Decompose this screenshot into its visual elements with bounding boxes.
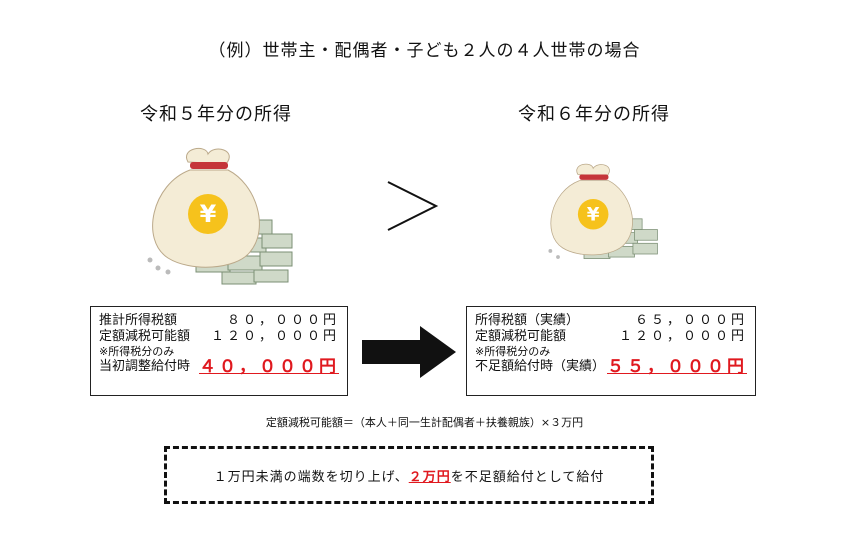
row-value: １２０，０００円 <box>618 329 747 344</box>
note-income-tax-only: ※所得税分のみ <box>475 345 551 358</box>
row-label: 推計所得税額 <box>99 313 178 328</box>
summary-text-before: １万円未満の端数を切り上げ、 <box>213 469 409 485</box>
greater-than-icon <box>387 181 439 231</box>
r6-row-result: 不足額給付時（実績） ５５，０００円 <box>475 357 747 377</box>
result-value: ５５，０００円 <box>607 357 747 377</box>
r6-row-actual-tax: 所得税額（実績） ６５，０００円 <box>475 313 747 329</box>
year-label-r5: 令和５年分の所得 <box>140 104 292 125</box>
svg-text:¥: ¥ <box>200 200 217 228</box>
r5-row-deduction: 定額減税可能額 １２０，０００円 <box>99 329 339 345</box>
r5-row-estimated-tax: 推計所得税額 ８０，０００円 <box>99 313 339 329</box>
money-bag-small-icon: ¥ <box>548 163 658 259</box>
result-label: 当初調整給付時 <box>99 359 191 374</box>
r6-row-deduction: 定額減税可能額 １２０，０００円 <box>475 329 747 345</box>
row-value: １２０，０００円 <box>210 329 339 344</box>
note-income-tax-only: ※所得税分のみ <box>99 345 175 358</box>
row-label: 定額減税可能額 <box>99 329 191 344</box>
row-value: ８０，０００円 <box>226 313 339 328</box>
summary-highlight-amount: ２万円 <box>408 469 451 485</box>
r5-income-box: 推計所得税額 ８０，０００円 定額減税可能額 １２０，０００円 ※所得税分のみ … <box>90 306 348 396</box>
svg-text:¥: ¥ <box>587 204 600 225</box>
page-title: （例）世帯主・配偶者・子ども２人の４人世帯の場合 <box>208 41 641 61</box>
r5-row-result: 当初調整給付時 ４０，０００円 <box>99 357 339 377</box>
row-label: 定額減税可能額 <box>475 329 567 344</box>
row-value: ６５，０００円 <box>634 313 747 328</box>
r6-income-box: 所得税額（実績） ６５，０００円 定額減税可能額 １２０，０００円 ※所得税分の… <box>466 306 756 396</box>
row-label: 所得税額（実績） <box>475 313 580 328</box>
formula-note: 定額減税可能額＝（本人＋同一生計配偶者＋扶養親族）×３万円 <box>265 416 584 429</box>
summary-text-after: を不足額給付として給付 <box>450 469 605 485</box>
right-arrow-icon <box>362 326 456 378</box>
summary-box: １万円未満の端数を切り上げ、 ２万円 を不足額給付として給付 <box>164 446 654 504</box>
result-label: 不足額給付時（実績） <box>475 359 606 374</box>
result-value: ４０，０００円 <box>199 357 339 377</box>
year-label-r6: 令和６年分の所得 <box>518 104 670 125</box>
money-bag-large-icon: ¥ <box>147 147 293 285</box>
